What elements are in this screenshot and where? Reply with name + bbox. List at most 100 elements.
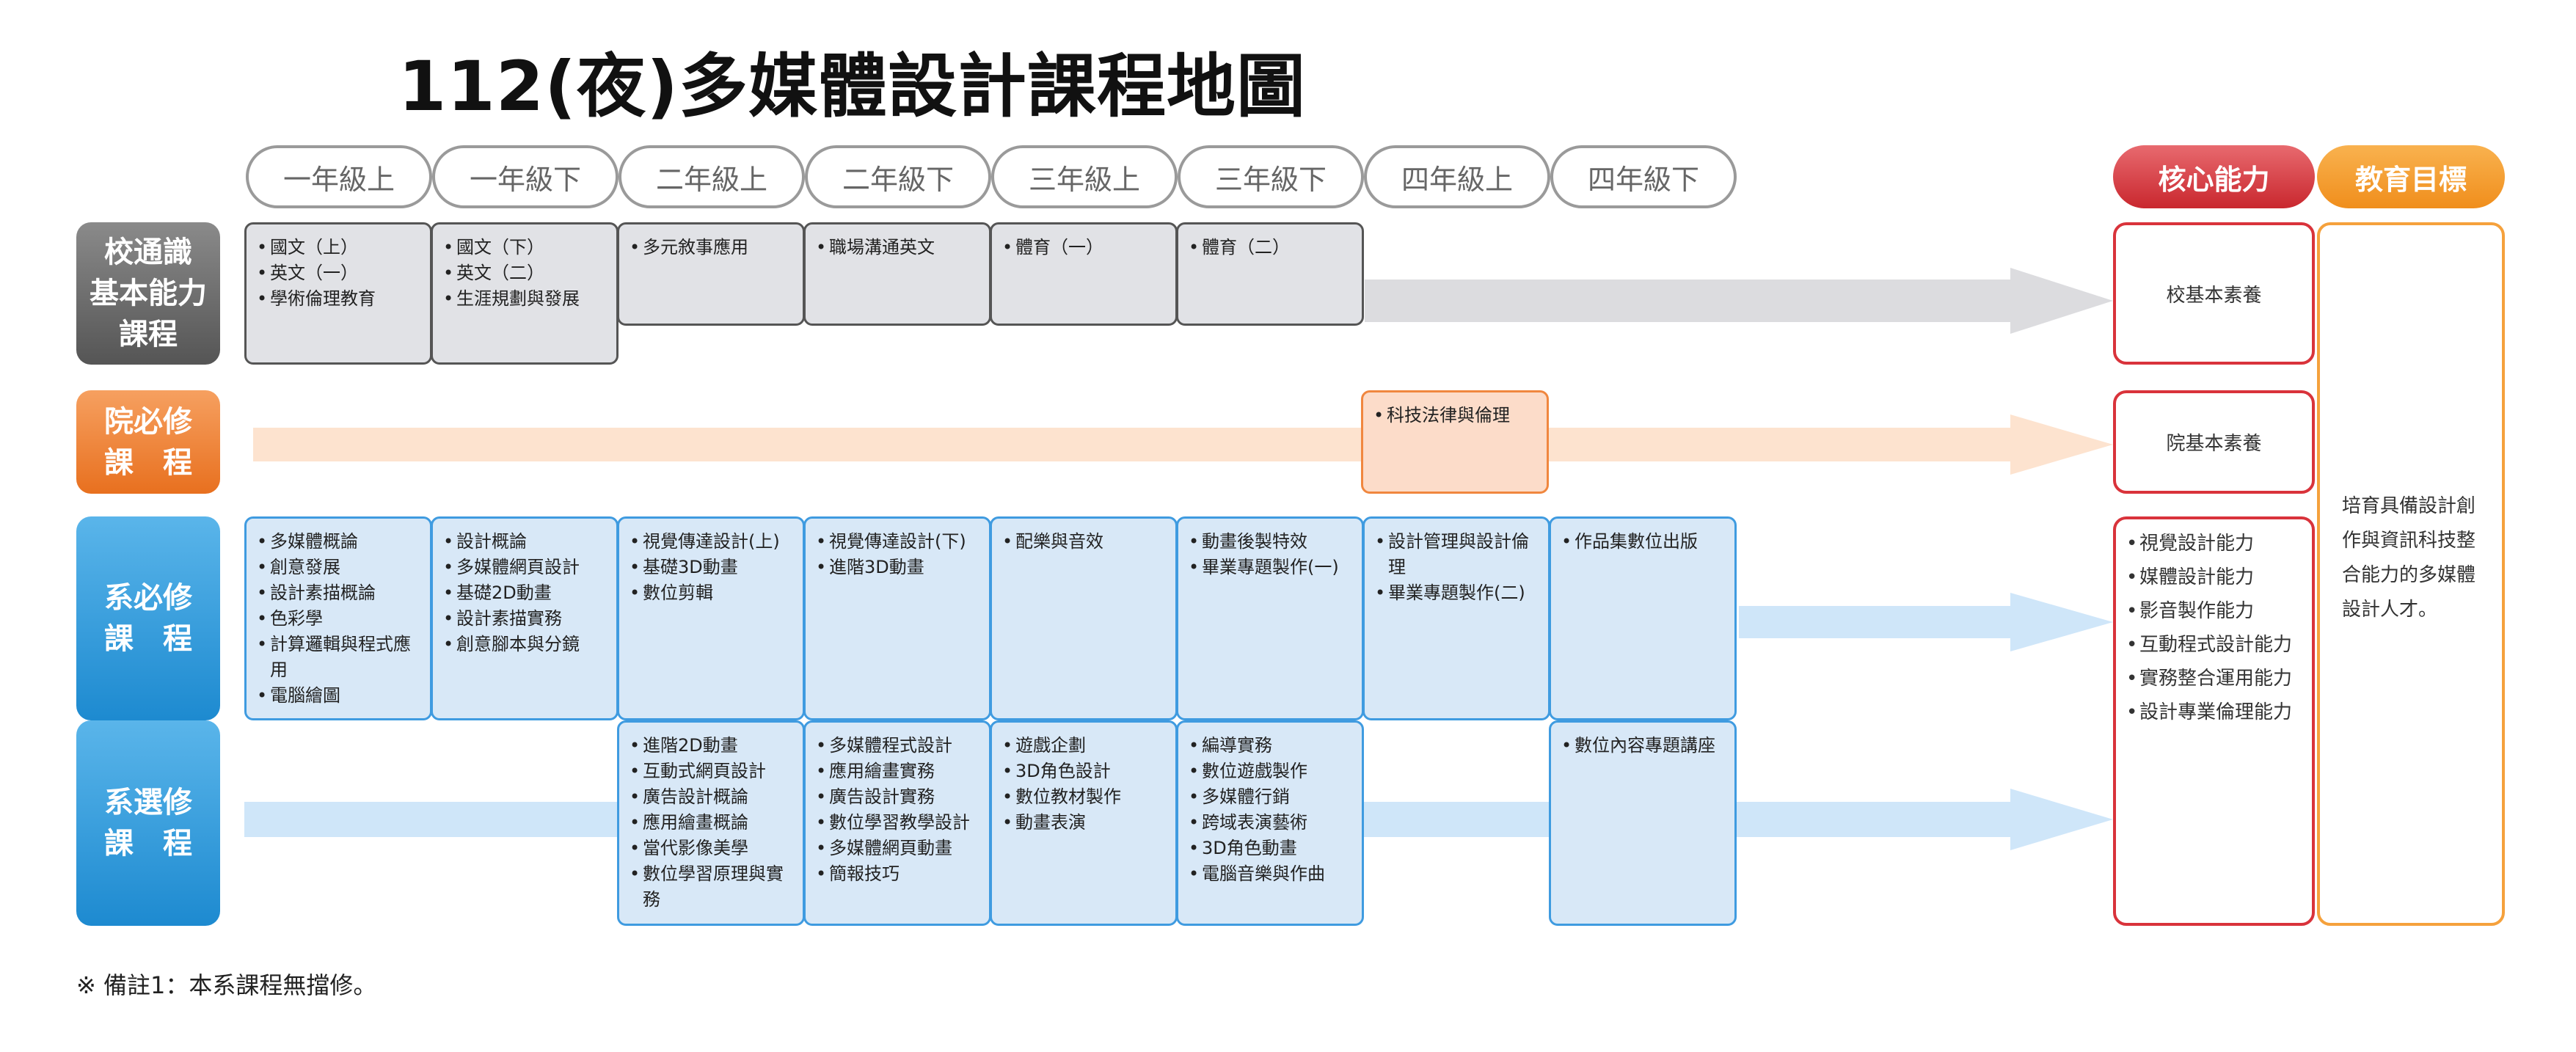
- course-item: 3D角色設計: [1002, 759, 1165, 784]
- course-item: 科技法律與倫理: [1373, 403, 1536, 428]
- course-item: 動畫後製特效: [1189, 529, 1351, 555]
- course-item: 多媒體網頁動畫: [816, 836, 979, 861]
- course-item: 畢業專題製作(二): [1375, 580, 1538, 606]
- course-cell: 多元敘事應用: [617, 222, 805, 326]
- row-label-general: 校通識 基本能力 課程: [76, 222, 220, 365]
- course-item: 生涯規劃與發展: [443, 286, 606, 312]
- course-cell: 國文（下） 英文（二） 生涯規劃與發展: [431, 222, 619, 365]
- course-item: 視覺傳達設計(下): [816, 529, 979, 555]
- course-item: 應用繪畫概論: [630, 810, 792, 836]
- year-header: 三年級上: [991, 145, 1178, 208]
- course-cell: 多媒體概論 創意發展 設計素描概論 色彩學 計算邏輯與程式應用 電腦繪圖: [244, 516, 432, 720]
- year-header: 三年級下: [1178, 145, 1364, 208]
- course-item: 作品集數位出版: [1561, 529, 1724, 555]
- course-item: 數位學習原理與實務: [630, 861, 792, 913]
- college-arrow: [253, 414, 2113, 475]
- course-cell: 數位內容專題講座: [1549, 720, 1737, 926]
- course-item: 英文（二）: [443, 260, 606, 286]
- course-item: 設計管理與設計倫理: [1375, 529, 1538, 580]
- core-ability-item: 實務整合運用能力: [2126, 662, 2305, 695]
- course-item: 數位教材製作: [1002, 784, 1165, 810]
- course-cell: 職場溝通英文: [803, 222, 991, 326]
- course-item: 數位學習教學設計: [816, 810, 979, 836]
- course-cell: 多媒體程式設計 應用繪畫實務 廣告設計實務 數位學習教學設計 多媒體網頁動畫 簡…: [803, 720, 991, 926]
- course-cell: 國文（上） 英文（一） 學術倫理教育: [244, 222, 432, 365]
- course-item: 電腦音樂與作曲: [1189, 861, 1351, 887]
- row-label-required: 系必修 課 程: [76, 516, 220, 720]
- general-arrow: [1365, 268, 2113, 334]
- course-item: 簡報技巧: [816, 861, 979, 887]
- core-ability-item: 視覺設計能力: [2126, 527, 2305, 560]
- course-cell: 設計概論 多媒體網頁設計 基礎2D動畫 設計素描實務 創意腳本與分鏡: [431, 516, 619, 720]
- year-header: 二年級下: [805, 145, 991, 208]
- course-item: 跨域表演藝術: [1189, 810, 1351, 836]
- required-arrow: [1739, 593, 2113, 651]
- course-cell: 視覺傳達設計(下) 進階3D動畫: [803, 516, 991, 720]
- course-item: 創意發展: [257, 555, 420, 580]
- course-item: 視覺傳達設計(上): [630, 529, 792, 555]
- course-item: 國文（上）: [257, 235, 420, 260]
- course-item: 廣告設計概論: [630, 784, 792, 810]
- course-item: 計算邏輯與程式應用: [257, 632, 420, 683]
- education-goal-header: 教育目標: [2317, 145, 2505, 208]
- course-item: 體育（二）: [1189, 235, 1351, 260]
- course-item: 電腦繪圖: [257, 683, 420, 709]
- year-header: 四年級下: [1550, 145, 1737, 208]
- course-cell: 編導實務 數位遊戲製作 多媒體行銷 跨域表演藝術 3D角色動畫 電腦音樂與作曲: [1176, 720, 1364, 926]
- course-item: 進階2D動畫: [630, 733, 792, 759]
- course-cell: 作品集數位出版: [1549, 516, 1737, 720]
- course-item: 配樂與音效: [1002, 529, 1165, 555]
- course-item: 數位內容專題講座: [1561, 733, 1724, 759]
- course-item: 多媒體程式設計: [816, 733, 979, 759]
- course-item: 廣告設計實務: [816, 784, 979, 810]
- core-ability-item: 影音製作能力: [2126, 594, 2305, 628]
- education-goal-box: 培育具備設計創作與資訊科技整合能力的多媒體設計人才。: [2317, 222, 2505, 926]
- course-item: 數位遊戲製作: [1189, 759, 1351, 784]
- footnote: ※ 備註1：本系課程無擋修。: [76, 971, 377, 999]
- course-item: 基礎3D動畫: [630, 555, 792, 580]
- course-cell: 體育（二）: [1176, 222, 1364, 326]
- course-item: 遊戲企劃: [1002, 733, 1165, 759]
- core-ability-header: 核心能力: [2113, 145, 2315, 208]
- course-item: 畢業專題製作(一): [1189, 555, 1351, 580]
- year-header: 二年級上: [619, 145, 805, 208]
- course-cell: 科技法律與倫理: [1361, 390, 1549, 494]
- core-ability-item: 媒體設計能力: [2126, 560, 2305, 594]
- course-item: 設計素描概論: [257, 580, 420, 606]
- course-item: 國文（下）: [443, 235, 606, 260]
- course-item: 多媒體網頁設計: [443, 555, 606, 580]
- course-item: 編導實務: [1189, 733, 1351, 759]
- course-cell: 遊戲企劃 3D角色設計 數位教材製作 動畫表演: [990, 720, 1178, 926]
- course-cell: 進階2D動畫 互動式網頁設計 廣告設計概論 應用繪畫概論 當代影像美學 數位學習…: [617, 720, 805, 926]
- course-item: 多媒體概論: [257, 529, 420, 555]
- course-cell: 配樂與音效: [990, 516, 1178, 720]
- course-item: 應用繪畫實務: [816, 759, 979, 784]
- course-item: 進階3D動畫: [816, 555, 979, 580]
- course-cell: 設計管理與設計倫理 畢業專題製作(二): [1362, 516, 1550, 720]
- course-item: 職場溝通英文: [816, 235, 979, 260]
- core-ability-item: 設計專業倫理能力: [2126, 695, 2305, 729]
- row-label-college: 院必修 課 程: [76, 390, 220, 494]
- course-item: 互動式網頁設計: [630, 759, 792, 784]
- course-item: 設計素描實務: [443, 606, 606, 632]
- course-item: 學術倫理教育: [257, 286, 420, 312]
- course-item: 體育（一）: [1002, 235, 1165, 260]
- course-item: 基礎2D動畫: [443, 580, 606, 606]
- course-item: 英文（一）: [257, 260, 420, 286]
- course-item: 動畫表演: [1002, 810, 1165, 836]
- page-title: 112(夜)多媒體設計課程地圖: [398, 47, 1307, 127]
- core-ability-item: 互動程式設計能力: [2126, 628, 2305, 662]
- row-label-elective: 系選修 課 程: [76, 720, 220, 926]
- course-item: 多元敘事應用: [630, 235, 792, 260]
- course-cell: 動畫後製特效 畢業專題製作(一): [1176, 516, 1364, 720]
- course-item: 色彩學: [257, 606, 420, 632]
- course-item: 數位剪輯: [630, 580, 792, 606]
- course-item: 3D角色動畫: [1189, 836, 1351, 861]
- course-item: 當代影像美學: [630, 836, 792, 861]
- core-ability-box: 視覺設計能力 媒體設計能力 影音製作能力 互動程式設計能力 實務整合運用能力 設…: [2113, 516, 2315, 926]
- course-item: 創意腳本與分鏡: [443, 632, 606, 657]
- course-item: 多媒體行銷: [1189, 784, 1351, 810]
- year-header: 一年級上: [246, 145, 432, 208]
- course-item: 設計概論: [443, 529, 606, 555]
- course-cell: 體育（一）: [990, 222, 1178, 326]
